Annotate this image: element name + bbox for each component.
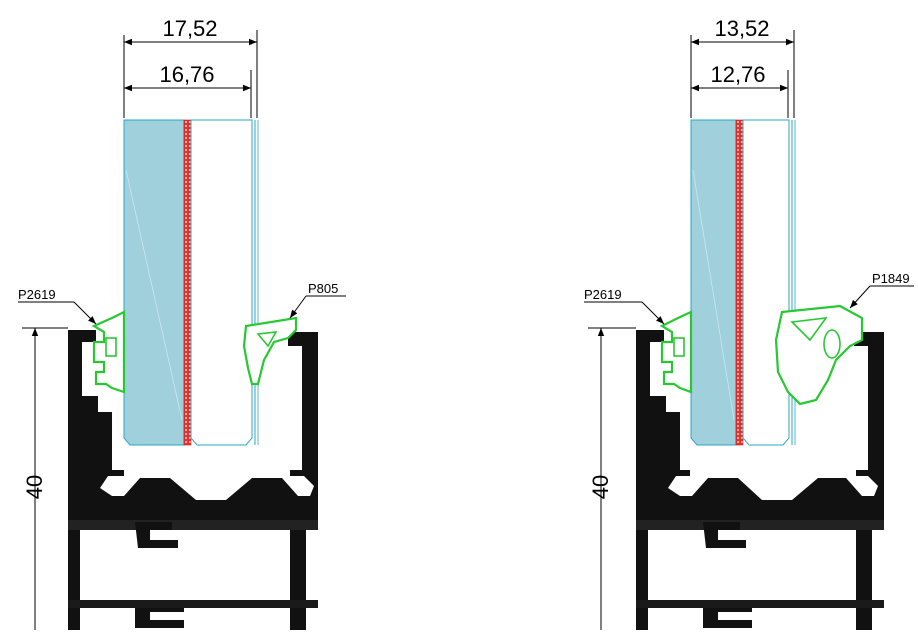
left-dim-outer-label: 17,52 [162,16,217,41]
left-interlayer [183,119,192,446]
right-dim-outer-label: 13,52 [714,16,769,41]
left-gasket-right-label: P805 [308,281,338,296]
right-dimension-outer: 13,52 [690,16,795,118]
right-leader-p2619: P2619 [584,287,665,325]
left-leader-p805: P805 [289,281,346,319]
right-gasket-p1849 [774,304,864,406]
right-height-dimension: 40 [588,327,636,630]
right-detail: 13,52 12,76 40 [584,16,914,630]
left-dim-inner-label: 16,76 [159,62,214,87]
right-gasket-p2619 [659,310,693,394]
right-glass-pane [690,119,796,446]
right-gasket-left-label: P2619 [584,287,622,302]
left-leader-p2619: P2619 [18,287,97,325]
right-leader-p1849: P1849 [849,271,914,309]
left-glass-pane [123,119,259,446]
left-dimension-inner: 16,76 [124,62,252,118]
right-gasket-right-label: P1849 [872,271,910,286]
left-height-dimension: 40 [22,327,68,630]
left-height-label: 40 [22,475,47,499]
left-dimension-outer: 17,52 [123,16,258,118]
left-gasket-p805 [242,316,298,386]
left-gasket-p2619 [91,310,126,394]
right-dim-inner-label: 12,76 [710,62,765,87]
left-detail: 17,52 16,76 40 [18,16,346,630]
right-dimension-inner: 12,76 [691,62,789,118]
left-aluminium-profile [68,330,318,630]
right-interlayer [735,119,744,446]
left-gasket-left-label: P2619 [18,287,56,302]
right-height-label: 40 [588,475,613,499]
right-aluminium-profile [636,330,884,630]
